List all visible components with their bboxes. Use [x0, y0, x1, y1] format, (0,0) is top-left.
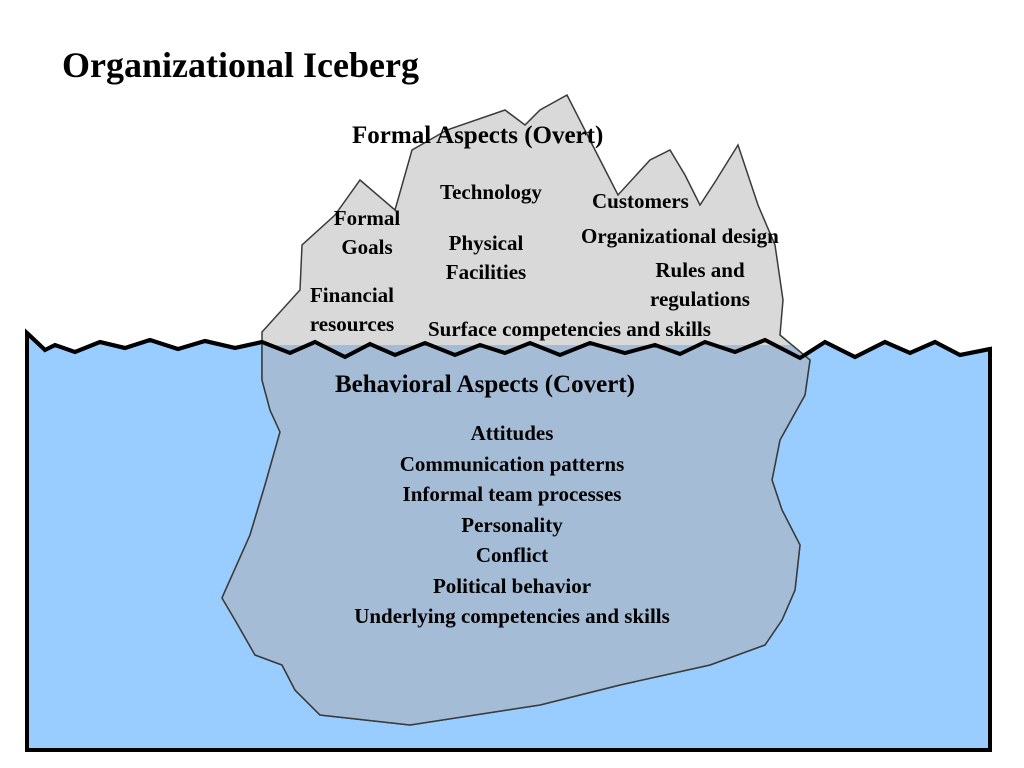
label-surface-competencies: Surface competencies and skills: [428, 317, 711, 341]
behavioral-aspects-heading: Behavioral Aspects (Covert): [335, 371, 635, 398]
label-rules-regulations-line2: regulations: [650, 287, 750, 312]
label-customers: Customers: [592, 189, 689, 213]
formal-aspects-heading: Formal Aspects (Overt): [352, 122, 604, 149]
page-title: Organizational Iceberg: [62, 45, 419, 85]
list-item: Personality: [461, 512, 563, 537]
list-item: Attitudes: [470, 421, 554, 445]
label-formal-goals-line2: Goals: [341, 235, 393, 260]
label-rules-regulations: Rules and regulations: [635, 258, 765, 311]
label-formal-goals: Formal Goals: [322, 206, 412, 259]
list-item: Underlying competencies and skills: [354, 604, 670, 628]
label-technology: Technology: [440, 180, 542, 204]
label-financial-resources: Financial resources: [297, 283, 407, 336]
list-item: Communication patterns: [399, 451, 625, 476]
label-formal-goals-line1: Formal: [333, 206, 401, 230]
label-rules-regulations-line1: Rules and: [655, 258, 745, 282]
waterline: [25, 331, 991, 361]
list-item: Conflict: [475, 543, 549, 567]
label-physical-facilities: Physical Facilities: [431, 231, 541, 284]
iceberg-below-water: [221, 345, 811, 726]
list-item: Informal team processes: [402, 482, 622, 506]
list-item: Political behavior: [432, 573, 592, 598]
label-financial-resources-line2: resources: [309, 312, 395, 337]
behavioral-aspects-list: Attitudes Communication patterns Informa…: [312, 418, 712, 632]
label-financial-resources-line1: Financial: [309, 283, 394, 307]
label-physical-facilities-line1: Physical: [448, 231, 524, 255]
label-organizational-design: Organizational design: [581, 224, 779, 248]
label-physical-facilities-line2: Facilities: [445, 260, 527, 285]
